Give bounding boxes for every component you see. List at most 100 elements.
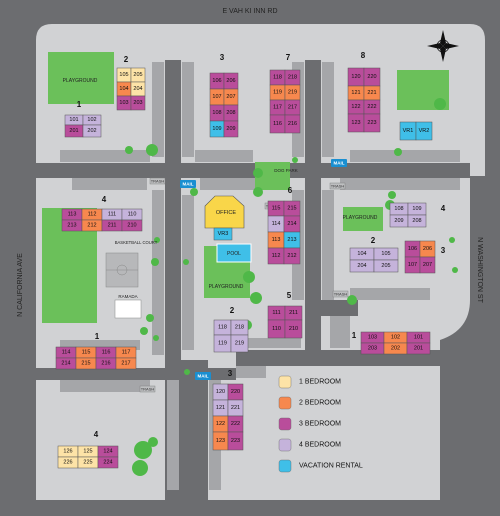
unit[interactable]: 102: [82, 114, 102, 126]
unit[interactable]: 126: [57, 445, 79, 458]
unit[interactable]: 104: [116, 81, 132, 97]
unit[interactable]: 202: [82, 124, 102, 138]
unit[interactable]: 117: [115, 346, 137, 359]
unit[interactable]: 220: [227, 383, 244, 401]
unit[interactable]: 112: [267, 247, 285, 265]
unit[interactable]: 113: [267, 231, 285, 249]
unit[interactable]: 121: [212, 399, 229, 417]
unit[interactable]: 201: [406, 342, 431, 355]
unit[interactable]: 108: [209, 104, 225, 122]
unit[interactable]: 203: [130, 95, 146, 111]
unit[interactable]: 115: [267, 200, 285, 217]
unit[interactable]: 212: [81, 219, 103, 232]
unit[interactable]: 107: [209, 88, 225, 106]
unit[interactable]: 208: [223, 104, 239, 122]
unit[interactable]: 105: [373, 247, 399, 261]
unit[interactable]: 204: [349, 259, 375, 273]
unit[interactable]: 220: [363, 67, 381, 87]
unit[interactable]: 116: [95, 346, 117, 359]
unit[interactable]: 108: [389, 202, 409, 216]
unit[interactable]: 222: [227, 415, 244, 433]
unit[interactable]: 208: [407, 214, 427, 228]
unit[interactable]: 213: [283, 231, 301, 249]
unit[interactable]: 218: [230, 319, 249, 336]
unit[interactable]: 119: [269, 84, 286, 101]
unit[interactable]: 205: [373, 259, 399, 273]
unit[interactable]: 214: [55, 357, 77, 370]
unit[interactable]: 111: [101, 208, 123, 221]
unit[interactable]: 209: [223, 120, 239, 138]
unit[interactable]: 117: [269, 99, 286, 116]
unit[interactable]: 205: [130, 67, 146, 83]
unit[interactable]: VR3: [213, 227, 233, 241]
unit[interactable]: 216: [95, 357, 117, 370]
unit[interactable]: VR1: [399, 121, 417, 141]
unit[interactable]: 221: [227, 399, 244, 417]
unit[interactable]: 118: [213, 319, 232, 336]
unit[interactable]: 106: [209, 72, 225, 90]
unit[interactable]: 103: [360, 331, 385, 344]
unit[interactable]: 218: [284, 69, 301, 86]
unit[interactable]: 120: [212, 383, 229, 401]
unit[interactable]: 209: [389, 214, 409, 228]
unit[interactable]: 214: [283, 215, 301, 233]
unit[interactable]: 118: [269, 69, 286, 86]
unit[interactable]: 122: [212, 415, 229, 433]
unit[interactable]: 106: [404, 240, 421, 258]
unit[interactable]: 111: [267, 305, 286, 321]
unit[interactable]: 224: [97, 456, 119, 469]
unit[interactable]: 212: [283, 247, 301, 265]
unit[interactable]: 123: [212, 431, 229, 451]
unit[interactable]: 107: [404, 256, 421, 274]
unit[interactable]: 103: [116, 95, 132, 111]
unit[interactable]: 105: [116, 67, 132, 83]
unit[interactable]: 119: [213, 334, 232, 353]
unit[interactable]: 223: [363, 113, 381, 133]
unit[interactable]: 215: [283, 200, 301, 217]
unit[interactable]: 202: [383, 342, 408, 355]
unit[interactable]: 222: [363, 99, 381, 115]
unit[interactable]: 215: [75, 357, 97, 370]
unit[interactable]: 124: [97, 445, 119, 458]
unit[interactable]: 101: [406, 331, 431, 344]
unit[interactable]: 104: [349, 247, 375, 261]
unit[interactable]: 109: [209, 120, 225, 138]
unit[interactable]: 217: [115, 357, 137, 370]
unit[interactable]: 123: [347, 113, 365, 133]
unit[interactable]: 213: [61, 219, 83, 232]
unit[interactable]: 102: [383, 331, 408, 344]
unit[interactable]: 110: [121, 208, 143, 221]
unit[interactable]: VR2: [415, 121, 433, 141]
unit[interactable]: 207: [419, 256, 436, 274]
unit[interactable]: 120: [347, 67, 365, 87]
unit[interactable]: 125: [77, 445, 99, 458]
unit[interactable]: 216: [284, 114, 301, 134]
unit[interactable]: 112: [81, 208, 103, 221]
unit[interactable]: 219: [230, 334, 249, 353]
unit[interactable]: 206: [419, 240, 436, 258]
unit[interactable]: 206: [223, 72, 239, 90]
unit[interactable]: 201: [64, 124, 84, 138]
unit[interactable]: 210: [284, 319, 303, 339]
unit[interactable]: 210: [121, 219, 143, 232]
unit[interactable]: 109: [407, 202, 427, 216]
unit[interactable]: 226: [57, 456, 79, 469]
unit[interactable]: 211: [284, 305, 303, 321]
unit[interactable]: 211: [101, 219, 123, 232]
unit[interactable]: 101: [64, 114, 84, 126]
unit[interactable]: 113: [61, 208, 83, 221]
unit[interactable]: 110: [267, 319, 286, 339]
unit[interactable]: 207: [223, 88, 239, 106]
unit[interactable]: 116: [269, 114, 286, 134]
unit[interactable]: 221: [363, 85, 381, 101]
unit[interactable]: 114: [267, 215, 285, 233]
unit[interactable]: 121: [347, 85, 365, 101]
unit[interactable]: 217: [284, 99, 301, 116]
unit[interactable]: 219: [284, 84, 301, 101]
unit[interactable]: 225: [77, 456, 99, 469]
unit[interactable]: 204: [130, 81, 146, 97]
unit[interactable]: 122: [347, 99, 365, 115]
unit[interactable]: 223: [227, 431, 244, 451]
unit[interactable]: 114: [55, 346, 77, 359]
unit[interactable]: 203: [360, 342, 385, 355]
